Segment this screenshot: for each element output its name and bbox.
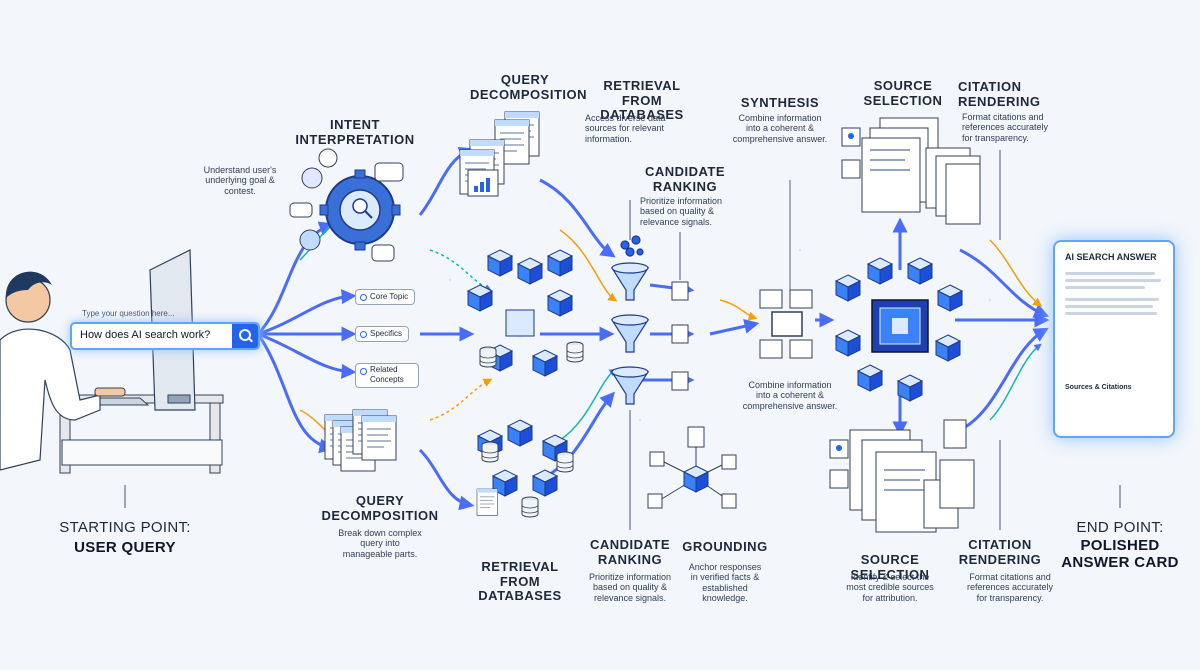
source-cards-top	[841, 117, 939, 213]
sources-citations-label: Sources & Citations	[1065, 384, 1132, 391]
answer-card-title: AI SEARCH ANSWER	[1065, 252, 1157, 262]
decomposition-docs-bottom	[324, 409, 397, 472]
answer-card: AI SEARCH ANSWER Sources & Citations	[1053, 240, 1175, 438]
secondary-arrows	[299, 208, 1043, 452]
answer-text-line	[1065, 286, 1145, 289]
grounding-network	[647, 426, 737, 509]
answer-text-line	[1065, 305, 1153, 308]
decomposition-docs-top	[459, 111, 540, 197]
ranking-funnels	[610, 235, 650, 405]
synthesis-docs	[759, 180, 813, 359]
source-bottom-title: SOURCE SELECTION	[850, 552, 930, 582]
answer-text-line	[1065, 279, 1161, 282]
source-cube-cluster	[835, 257, 963, 402]
synthesis-title: SYNTHESIS	[740, 95, 820, 110]
search-icon[interactable]	[232, 324, 258, 348]
subtopic-core-topic: Core Topic	[355, 289, 416, 305]
citation-pages-top	[925, 147, 981, 225]
source-cards-bottom	[829, 429, 937, 533]
answer-text-line	[1065, 298, 1159, 301]
answer-text-line	[1065, 312, 1157, 315]
subtopic-specifics: Specifics	[355, 326, 410, 342]
search-placeholder-text: Type your question here...	[82, 309, 175, 318]
subtopic-related-concepts: Related Concepts	[355, 363, 419, 388]
user-at-desk-illustration	[0, 249, 224, 474]
ranking-cards	[671, 281, 689, 391]
answer-text-line	[1065, 272, 1155, 275]
citation-pages-bottom	[923, 419, 975, 529]
leader-lines	[124, 150, 1121, 530]
intent-gear-illustration	[289, 148, 404, 262]
end-point-title: END POINT:	[1076, 519, 1164, 536]
search-query-text[interactable]: How does AI search work?	[80, 329, 211, 341]
grounding-title: GROUNDING	[682, 539, 768, 554]
search-bar[interactable]: How does AI search work?	[70, 322, 260, 350]
start-point-title: STARTING POINT:	[59, 519, 191, 536]
database-cluster	[467, 249, 584, 518]
start-point-subtitle: USER QUERY	[74, 539, 176, 556]
